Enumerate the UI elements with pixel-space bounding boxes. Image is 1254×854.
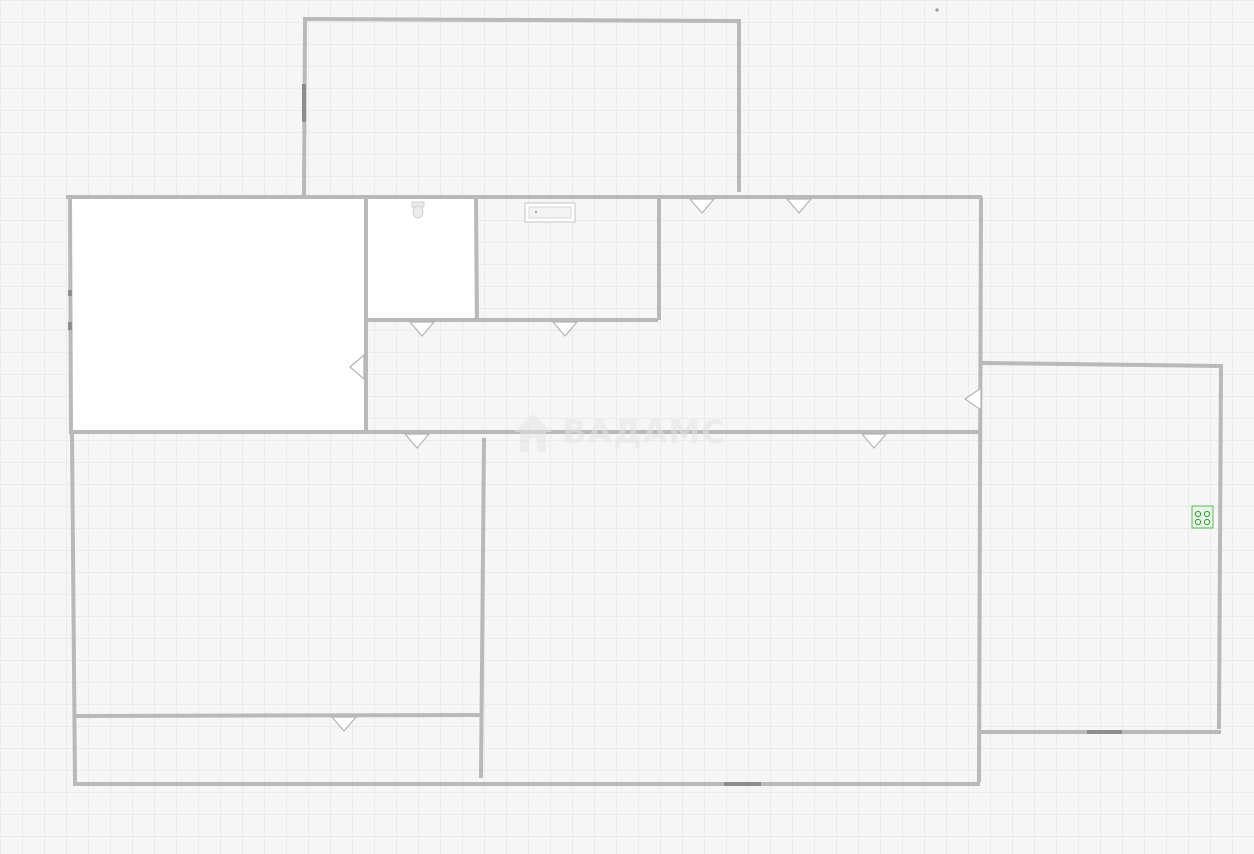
wall-main-left-upper	[67, 194, 74, 435]
house-logo-icon	[514, 414, 552, 452]
door-middle-left[interactable]	[403, 433, 431, 449]
door-storage[interactable]	[330, 716, 358, 732]
toilet-icon	[411, 201, 425, 219]
wall-main-right	[976, 196, 984, 783]
bathtub-icon	[524, 202, 576, 223]
wall-wc-right	[473, 196, 480, 322]
watermark-text: ВАДАМС	[562, 413, 726, 451]
marker-dot	[935, 8, 939, 12]
stove-icon	[1191, 505, 1214, 529]
door-room1[interactable]	[349, 353, 365, 381]
room-highlight-wc[interactable]	[368, 199, 474, 319]
door-right-annex[interactable]	[963, 386, 982, 412]
room-highlight-left[interactable]	[72, 199, 364, 431]
wall-lower-divider	[478, 437, 487, 779]
door-top-2[interactable]	[785, 198, 813, 214]
wall-main-left-lower	[69, 431, 78, 787]
door-wc[interactable]	[408, 321, 436, 337]
wall-lower-left-storage	[73, 712, 482, 719]
wall-right-annex	[980, 360, 1224, 730]
wall-top-annex	[301, 16, 741, 197]
door-bath[interactable]	[551, 321, 579, 337]
door-top-1[interactable]	[688, 198, 716, 214]
door-middle-right[interactable]	[860, 433, 888, 449]
watermark: ВАДАМС	[512, 408, 726, 456]
